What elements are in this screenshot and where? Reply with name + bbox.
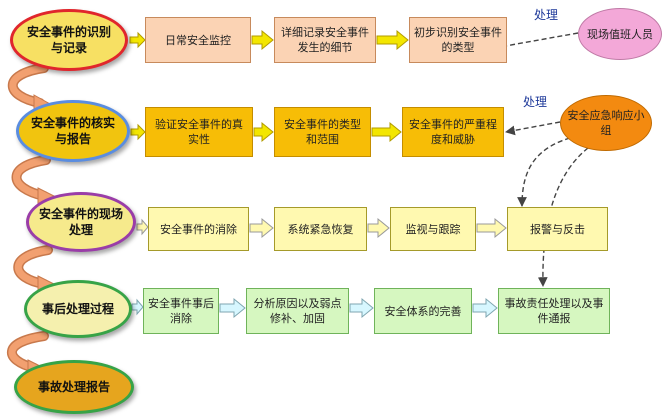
- role-label: 现场值班人员: [587, 27, 653, 41]
- role-2-arrow-row2: [505, 121, 561, 136]
- step-post-elimination: 安全事件事后消除: [143, 288, 219, 334]
- step-label: 初步识别安全事件的类型: [414, 26, 502, 54]
- row-2-arrows: [130, 121, 402, 143]
- step-record-details: 详细记录安全事件发生的细节: [274, 17, 376, 63]
- step-label: 安全事件的消除: [160, 222, 237, 236]
- role-response-team: 安全应急响应小组: [560, 95, 652, 151]
- stage-label: 安全事件的核实与报告: [30, 116, 115, 146]
- stage-post-handling: 事后处理过程: [24, 280, 132, 338]
- step-label: 日常安全监控: [165, 33, 231, 47]
- step-verify-authenticity: 验证安全事件的真实性: [145, 107, 253, 157]
- step-emergency-recovery: 系统紧急恢复: [274, 207, 367, 251]
- step-label: 详细记录安全事件发生的细节: [281, 26, 369, 54]
- row-1-arrows: [129, 29, 409, 51]
- step-type-scope: 安全事件的类型和范围: [274, 107, 371, 157]
- stage-onsite-handling: 安全事件的现场处理: [26, 192, 136, 252]
- step-label: 分析原因以及弱点修补、加固: [253, 297, 342, 325]
- step-label: 事故责任处理以及事件通报: [504, 297, 604, 325]
- stage-verify-report: 安全事件的核实与报告: [16, 100, 130, 162]
- role-1-arrow: [493, 32, 579, 52]
- stage-label: 安全事件的现场处理: [39, 207, 124, 237]
- stage-curve-arrow-1: [7, 63, 52, 112]
- step-label: 系统紧急恢复: [287, 222, 354, 236]
- stage-identify-record: 安全事件的识别与记录: [10, 9, 128, 71]
- row-3-arrows: [136, 217, 507, 239]
- role-duty-staff: 现场值班人员: [578, 8, 662, 60]
- step-accountability-notify: 事故责任处理以及事件通报: [498, 288, 610, 334]
- step-label: 安全事件事后消除: [148, 297, 214, 325]
- step-identify-type: 初步识别安全事件的类型: [409, 17, 507, 63]
- step-improve-system: 安全体系的完善: [374, 288, 472, 334]
- step-label: 安全体系的完善: [384, 304, 462, 318]
- role-1-action-label: 处理: [534, 8, 559, 22]
- step-label: 报警与反击: [530, 222, 585, 236]
- stage-label: 安全事件的识别与记录: [26, 25, 111, 55]
- stage-incident-report: 事故处理报告: [14, 360, 134, 414]
- step-alarm-counter: 报警与反击: [507, 207, 608, 251]
- step-label: 安全事件的类型和范围: [284, 118, 361, 146]
- step-daily-monitoring: 日常安全监控: [145, 17, 251, 63]
- row-4-arrows: [131, 297, 498, 319]
- step-monitor-track: 监视与跟踪: [390, 207, 476, 251]
- step-label: 验证安全事件的真实性: [155, 118, 243, 146]
- role-label: 安全应急响应小组: [567, 109, 645, 137]
- stage-label: 事故处理报告: [37, 380, 110, 394]
- role-2-arrow-row3: [517, 137, 571, 207]
- role-2-action-label: 处理: [523, 95, 548, 109]
- step-severity-threat: 安全事件的严重程度和威胁: [402, 107, 504, 157]
- step-eliminate-event: 安全事件的消除: [148, 207, 249, 251]
- step-label: 安全事件的严重程度和威胁: [409, 118, 497, 146]
- step-analyze-patch: 分析原因以及弱点修补、加固: [246, 288, 349, 334]
- stage-label: 事后处理过程: [41, 302, 114, 316]
- step-label: 监视与跟踪: [405, 222, 461, 236]
